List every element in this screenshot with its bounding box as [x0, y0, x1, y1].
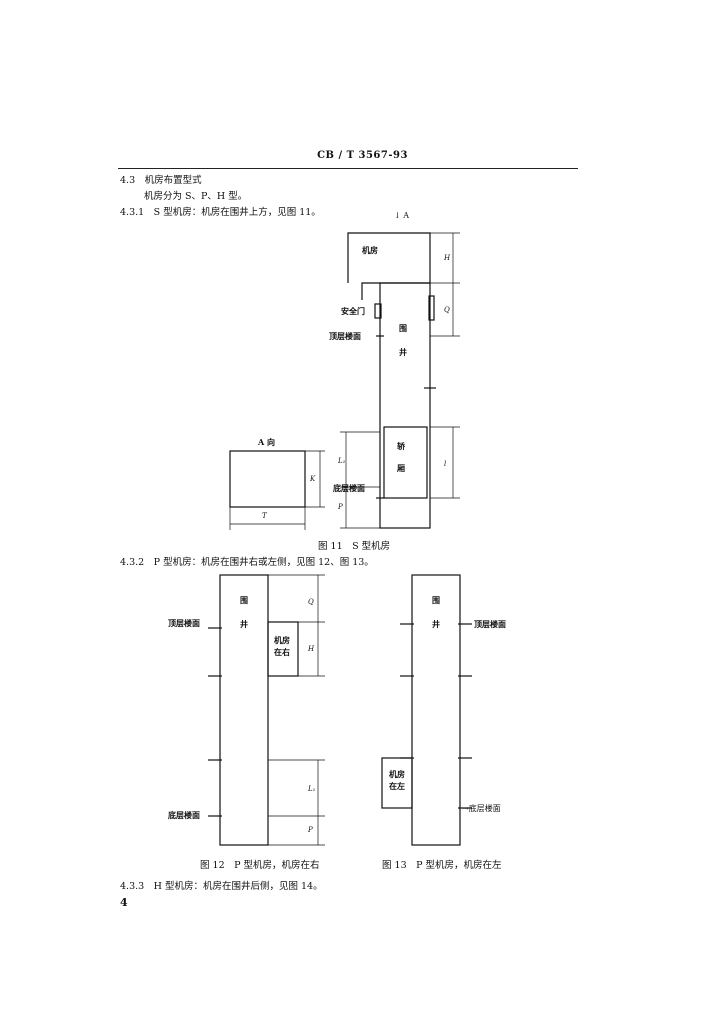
fig13-shaft-label: 围 井: [432, 594, 440, 630]
fig12-room-line-1: 机房: [274, 635, 290, 645]
fig11-shaft-label: 围 井: [399, 322, 407, 358]
fig12-dim-h: H: [308, 645, 315, 653]
fig12-caption: 图 12 P 型机房，机房在右: [200, 860, 320, 871]
fig11-machine-room-label: 机房: [362, 245, 378, 255]
fig11-dim-q: Q: [444, 306, 450, 314]
fig12-room-label: 机房 在右: [274, 634, 290, 658]
fig12-shaft-label: 围 井: [240, 594, 248, 630]
fig13-room-label: 机房 在左: [389, 768, 405, 792]
fig11-view-title: A 向: [258, 437, 275, 447]
fig12-shaft-char-2: 井: [240, 619, 248, 629]
fig11-dim-l: l: [444, 460, 447, 468]
fig11-shaft-char-2: 井: [399, 347, 407, 357]
fig13-room-line-1: 机房: [389, 769, 405, 779]
fig11-dim-t: T: [262, 512, 267, 520]
fig12-dim-q: Q: [308, 598, 314, 606]
section-4-3-2-text: 4.3.2 P 型机房：机房在围井右或左侧，见图 12、图 13。: [120, 557, 374, 568]
fig12-top-floor-label: 顶层楼面: [168, 618, 200, 628]
fig13-shaft-char-1: 围: [432, 595, 440, 605]
section-4-3-heading: 4.3 机房布置型式: [120, 175, 202, 186]
fig11-safety-door-label: 安全门: [341, 306, 365, 316]
page-number: 4: [120, 896, 128, 909]
section-4-3-1-text: 4.3.1 S 型机房：机房在围井上方，见图 11。: [120, 207, 321, 218]
fig11-car-label: 轿 厢: [397, 440, 405, 474]
fig11-top-floor-label: 顶层楼面: [329, 331, 361, 341]
fig11-shaft-char-1: 围: [399, 323, 407, 333]
fig11-bottom-floor-label: 底层楼面: [333, 483, 365, 493]
fig11-dim-l1: L₁: [338, 457, 346, 465]
fig11-car-char-1: 轿: [397, 441, 405, 451]
fig13-caption: 图 13 P 型机房，机房在左: [382, 860, 502, 871]
fig12-dim-p: P: [308, 826, 313, 834]
standard-code-header: CB / T 3567-93: [317, 150, 408, 161]
fig12-shaft-char-1: 围: [240, 595, 248, 605]
fig11-dim-p: P: [338, 503, 343, 511]
fig11-caption: 图 11 S 型机房: [318, 541, 391, 552]
fig11-view-arrow: ↓ A: [394, 211, 410, 220]
fig12-room-line-2: 在右: [274, 647, 290, 657]
fig12-dim-l1: L₁: [308, 785, 316, 793]
fig11-dim-h: H: [444, 254, 451, 262]
section-4-3-3-text: 4.3.3 H 型机房：机房在围井后侧，见图 14。: [120, 881, 323, 892]
fig11-car-char-2: 厢: [397, 463, 405, 473]
fig11-dim-k: K: [310, 475, 316, 483]
fig13-shaft-char-2: 井: [432, 619, 440, 629]
header-rule: [118, 168, 578, 169]
section-4-3-body: 机房分为 S、P、H 型。: [144, 191, 248, 202]
fig13-bottom-floor-text: 底层楼面: [468, 804, 501, 813]
fig12-bottom-floor-label: 底层楼面: [168, 810, 200, 820]
fig13-top-floor-label: 顶层楼面: [474, 619, 506, 629]
fig13-room-line-2: 在左: [389, 781, 405, 791]
fig13-bottom-floor-label: →底层楼面: [462, 804, 501, 813]
